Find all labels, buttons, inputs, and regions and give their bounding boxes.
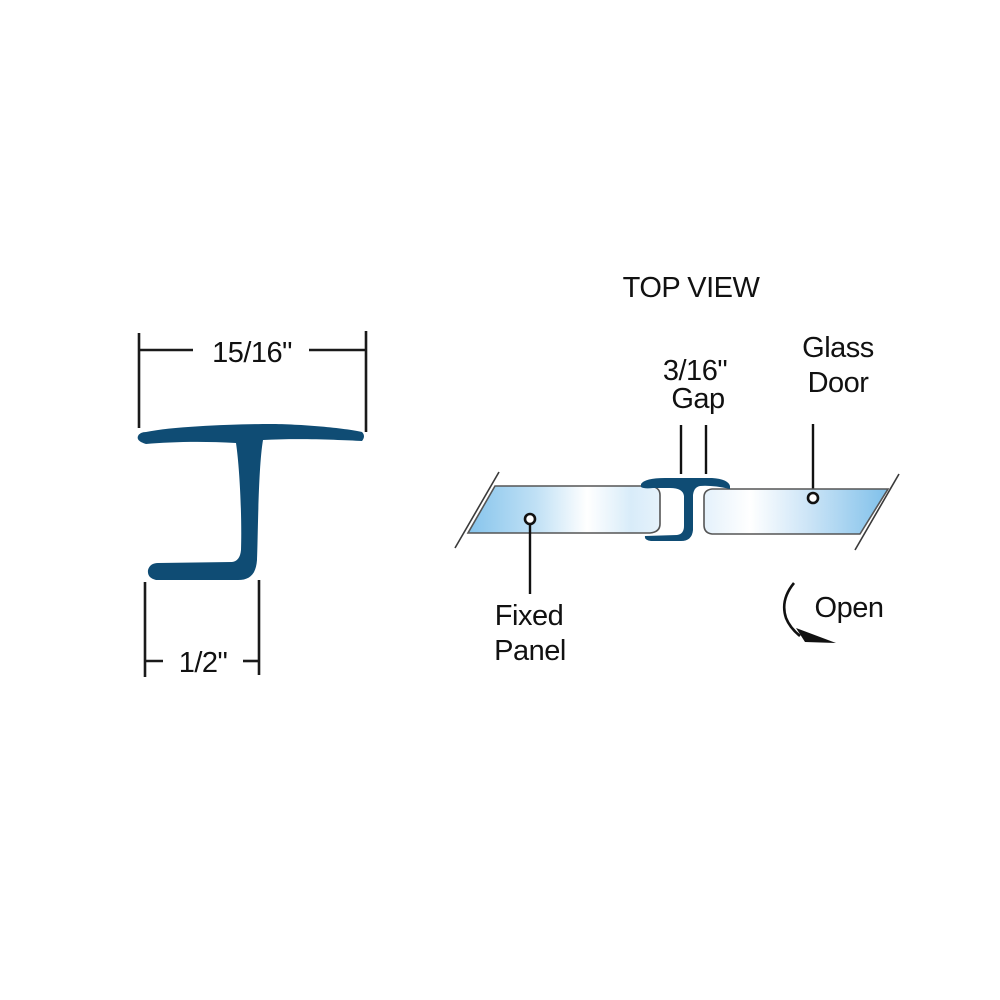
glass-door-body bbox=[703, 488, 890, 535]
glass-door-glass bbox=[703, 473, 900, 551]
gap-dimension-label: 3/16" bbox=[663, 355, 727, 387]
width-dimension: 15/16" bbox=[137, 331, 368, 432]
glass-door-break-line bbox=[854, 473, 900, 551]
glass-door-label-line2: Door bbox=[808, 367, 870, 399]
width-dimension-label: 15/16" bbox=[212, 337, 292, 369]
fixed-panel-label-line1: Fixed bbox=[495, 600, 563, 632]
t-seal-top-view bbox=[641, 478, 730, 541]
fixed-panel-label-line2: Panel bbox=[494, 635, 566, 667]
profile-view: 15/16" 1/2" bbox=[137, 331, 368, 679]
fixed-panel-break-line bbox=[454, 471, 500, 549]
leg-dimension: 1/2" bbox=[143, 580, 261, 679]
glass-door-label-line1: Glass bbox=[802, 332, 874, 364]
gap-label: Gap bbox=[671, 383, 724, 415]
open-label: Open bbox=[815, 592, 884, 624]
open-direction-arrow-icon bbox=[782, 582, 836, 643]
leg-dimension-label: 1/2" bbox=[179, 647, 228, 679]
t-profile-shape bbox=[137, 424, 364, 580]
fixed-panel-glass bbox=[454, 471, 661, 549]
fixed-panel-leader-dot bbox=[523, 512, 537, 526]
top-view-title: TOP VIEW bbox=[623, 272, 761, 304]
top-view: TOP VIEW 3/16" Gap Glass Door Fixed Pane… bbox=[454, 272, 900, 667]
fixed-panel-body bbox=[466, 485, 661, 534]
glass-door-leader-dot bbox=[806, 491, 820, 505]
